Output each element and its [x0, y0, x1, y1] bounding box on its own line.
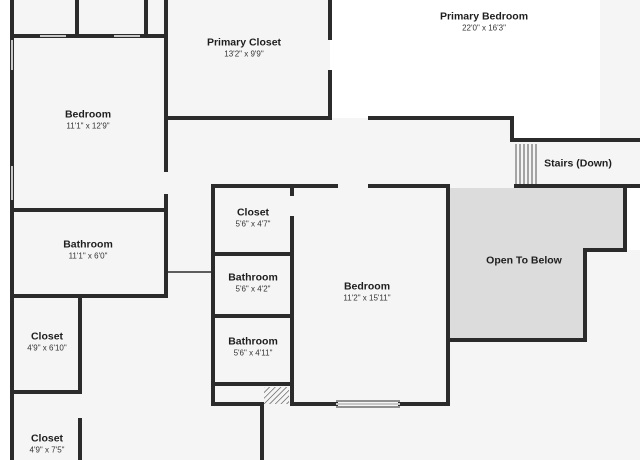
stair-treads [515, 144, 537, 186]
room-name: Bedroom [343, 280, 391, 293]
room-closet-sw-lower: Closet 4'9" x 7'5" [30, 432, 65, 455]
open-to-below-area [448, 188, 625, 340]
room-stairs: Stairs (Down) [544, 157, 612, 170]
walls [10, 0, 640, 460]
hatched-chase [264, 387, 289, 404]
room-name: Bedroom [64, 108, 112, 121]
room-name: Bathroom [63, 238, 113, 251]
room-name: Bathroom [228, 271, 278, 284]
room-primary-bedroom: Primary Bedroom 22'0" x 16'3" [440, 10, 528, 33]
window-frames [336, 400, 400, 408]
room-dimensions: 5'6" x 4'2" [235, 284, 271, 294]
room-name: Closet [30, 330, 64, 343]
room-name: Open To Below [486, 254, 562, 267]
room-bedroom-center: Bedroom 11'2" x 15'11" [343, 280, 390, 303]
room-bathroom-center-lower: Bathroom 5'6" x 4'11" [228, 335, 278, 358]
room-bedroom-west: Bedroom 11'1" x 12'9" [65, 108, 111, 131]
room-name: Closet [236, 206, 270, 219]
room-dimensions: 11'1" x 12'9" [66, 121, 110, 131]
room-dimensions: 5'6" x 4'11" [233, 348, 273, 358]
room-name: Stairs (Down) [544, 157, 612, 170]
room-name: Primary Bedroom [439, 10, 529, 23]
room-open-to-below: Open To Below [486, 254, 562, 267]
room-dimensions: 5'6" x 4'7" [235, 219, 271, 229]
room-bathroom-west: Bathroom 11'1" x 6'0" [63, 238, 113, 261]
room-dimensions: 22'0" x 16'3" [462, 23, 506, 33]
room-primary-closet: Primary Closet 13'2" x 9'9" [207, 36, 281, 59]
windows [11, 35, 400, 405]
room-name: Closet [30, 432, 64, 445]
room-name: Bathroom [228, 335, 278, 348]
room-dimensions: 11'2" x 15'11" [343, 293, 391, 303]
room-closet-center: Closet 5'6" x 4'7" [236, 206, 271, 229]
room-dimensions: 4'9" x 7'5" [29, 445, 65, 455]
room-dimensions: 11'1" x 6'0" [68, 251, 108, 261]
room-dimensions: 13'2" x 9'9" [224, 49, 264, 59]
room-name: Primary Closet [206, 36, 282, 49]
room-dimensions: 4'9" x 6'10" [27, 343, 67, 353]
room-closet-sw-upper: Closet 4'9" x 6'10" [27, 330, 66, 353]
room-bathroom-center-upper: Bathroom 5'6" x 4'2" [228, 271, 278, 294]
floor-area [12, 0, 640, 460]
